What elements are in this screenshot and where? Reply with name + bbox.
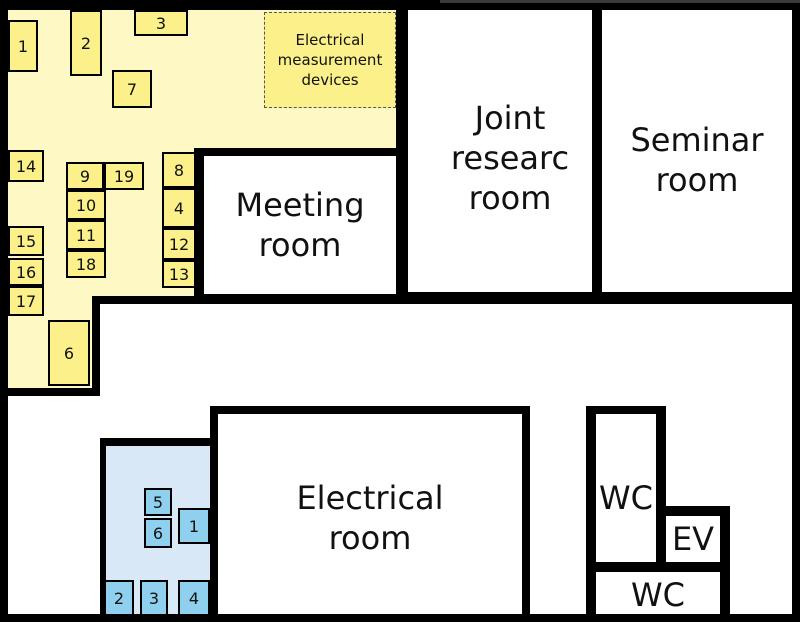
blue-station-5: 5 bbox=[144, 488, 172, 516]
joint-research-room bbox=[408, 10, 592, 292]
blue-station-2: 2 bbox=[104, 580, 134, 616]
yellow-station-14: 14 bbox=[8, 150, 44, 182]
electrical-measurement-devices-zone: Electrical measurement devices bbox=[264, 12, 396, 108]
yellow-station-13: 13 bbox=[162, 260, 196, 288]
electrical-room-label: Electrical room bbox=[296, 479, 444, 557]
top-edge-bar bbox=[440, 0, 800, 3]
blue-station-6: 6 bbox=[144, 518, 172, 548]
seminar-room-label: Seminar room bbox=[630, 121, 764, 199]
seminar-room bbox=[602, 10, 792, 292]
blue-station-4: 4 bbox=[178, 580, 210, 616]
yellow-station-6: 6 bbox=[48, 320, 90, 386]
meeting-room-label: Meeting room bbox=[235, 186, 365, 264]
yellow-station-12: 12 bbox=[162, 228, 196, 260]
yellow-station-16: 16 bbox=[8, 258, 44, 286]
ev-room bbox=[666, 516, 720, 562]
blue-station-1: 1 bbox=[178, 508, 210, 544]
wc-upper-label: WC bbox=[599, 479, 653, 517]
yellow-station-3: 3 bbox=[134, 10, 188, 36]
yellow-station-10: 10 bbox=[66, 190, 106, 220]
ev-label: EV bbox=[671, 520, 715, 558]
corridor-strip-b bbox=[530, 406, 586, 614]
corridor-left bbox=[8, 396, 100, 614]
wc-lower-room bbox=[596, 572, 720, 614]
yellow-station-7: 7 bbox=[112, 70, 152, 108]
yellow-station-15: 15 bbox=[8, 226, 44, 256]
yellow-station-9: 9 bbox=[66, 162, 104, 190]
yellow-station-2: 2 bbox=[70, 10, 102, 76]
yellow-station-19: 19 bbox=[104, 162, 144, 190]
corridor-strip-a bbox=[100, 406, 210, 438]
meeting-room bbox=[204, 156, 396, 294]
electrical-room bbox=[218, 414, 522, 614]
yellow-station-1: 1 bbox=[8, 20, 38, 72]
corridor bbox=[100, 304, 792, 406]
corridor-strip-d bbox=[730, 506, 792, 614]
joint-research-room-label: Joint researc room bbox=[450, 99, 570, 217]
yellow-station-17: 17 bbox=[8, 286, 44, 316]
yellow-station-11: 11 bbox=[66, 220, 106, 250]
blue-station-3: 3 bbox=[140, 580, 168, 616]
corridor-strip-c bbox=[666, 406, 792, 506]
wc-lower-label: WC bbox=[631, 576, 685, 614]
wc-upper-room bbox=[596, 414, 656, 562]
yellow-station-8: 8 bbox=[162, 152, 196, 188]
yellow-station-4: 4 bbox=[162, 188, 196, 228]
yellow-station-18: 18 bbox=[66, 250, 106, 278]
